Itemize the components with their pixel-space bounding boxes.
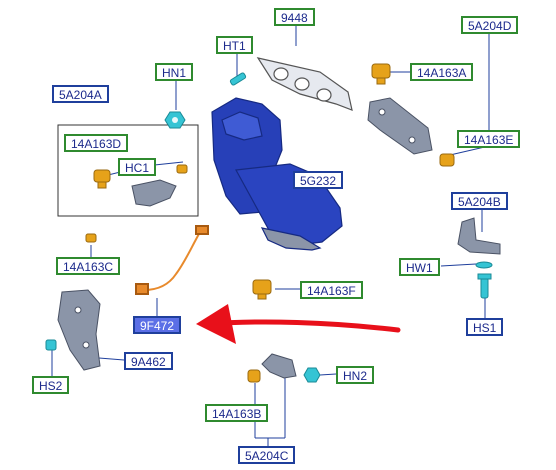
bracket-5a204d	[367, 97, 433, 155]
label-hn1: HN1	[155, 63, 194, 81]
label-14a163e: 14A163E	[457, 130, 521, 148]
bolt-hs2	[45, 339, 57, 351]
exhaust-gasket	[256, 57, 353, 111]
label-hw1: HW1	[399, 258, 440, 276]
heat-shield-group-frame	[57, 124, 199, 217]
label-5a204a: 5A204A	[52, 85, 109, 103]
label-5a204b: 5A204B	[451, 192, 508, 210]
lower-heat-shield	[57, 289, 101, 371]
clip-14a163b	[247, 369, 261, 383]
label-hs1: HS1	[466, 318, 504, 336]
clip-hc1	[176, 164, 188, 174]
label-9f472: 9F472	[133, 316, 182, 334]
label-14a163d: 14A163D	[64, 134, 129, 152]
bracket-5a204b	[457, 217, 501, 255]
clip-14a163d	[93, 169, 111, 189]
washer	[475, 261, 493, 269]
label-14a163f: 14A163F	[300, 281, 363, 299]
clip-14a163a	[371, 63, 391, 85]
label-hn2: HN2	[336, 366, 375, 384]
bolt-hs1	[477, 273, 492, 299]
label-9448: 9448	[274, 8, 315, 26]
clip-14a163f	[252, 279, 272, 300]
label-hc1: HC1	[118, 158, 157, 176]
heat-shield-bracket	[131, 179, 177, 207]
clip-14a163c	[85, 233, 97, 243]
clip-14a163e	[439, 153, 455, 167]
bracket-5a204c	[261, 353, 297, 379]
label-5a204c: 5A204C	[238, 446, 296, 464]
label-5a204d: 5A204D	[461, 16, 519, 34]
label-14a163a: 14A163A	[410, 63, 474, 81]
nut	[164, 111, 186, 129]
stud	[229, 72, 247, 86]
label-5g232: 5G232	[293, 171, 344, 189]
label-14a163b: 14A163B	[205, 404, 269, 422]
label-hs2: HS2	[32, 376, 70, 394]
label-9a462: 9A462	[124, 352, 173, 370]
label-ht1: HT1	[216, 36, 253, 54]
nut-hn2	[303, 367, 321, 383]
red-arrow	[196, 304, 401, 344]
oxygen-sensor	[135, 225, 209, 295]
label-14a163c: 14A163C	[56, 257, 121, 275]
